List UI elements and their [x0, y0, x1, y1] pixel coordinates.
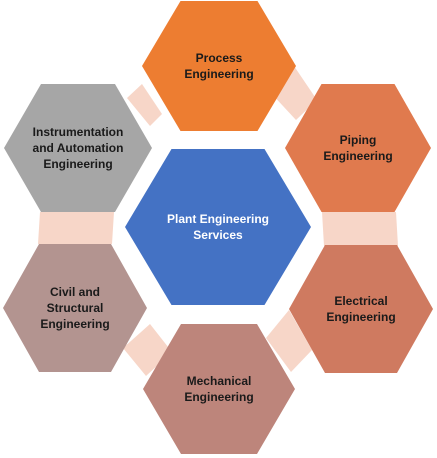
hexagon-layer: ProcessEngineeringPipingEngineeringElect…: [3, 1, 433, 454]
hexagon-label-mechanical: Engineering: [184, 390, 253, 404]
hexagon-label-electrical: Engineering: [326, 310, 395, 324]
hexagon-shape-electrical: [289, 245, 433, 373]
hexagon-shape-process: [142, 1, 296, 131]
hexagon-label-civil: Engineering: [40, 317, 109, 331]
hexagon-label-civil: Civil and: [50, 285, 100, 299]
hexagon-label-process: Process: [196, 51, 243, 65]
hexagon-label-piping: Piping: [340, 133, 377, 147]
hexagon-label-piping: Engineering: [323, 149, 392, 163]
hexagon-label-civil: Structural: [47, 301, 104, 315]
connector-instrumentation-process: [127, 84, 162, 126]
hexagon-label-instrumentation: and Automation: [33, 141, 124, 155]
hexagon-shape-mechanical: [143, 324, 295, 454]
hexagon-label-electrical: Electrical: [334, 294, 387, 308]
connector-piping-electrical: [322, 212, 398, 246]
hexagon-shape-civil: [3, 244, 147, 372]
hexagon-shape-center: [125, 149, 311, 305]
hexagon-label-center: Plant Engineering: [167, 212, 269, 226]
hexagon-label-instrumentation: Instrumentation: [33, 125, 124, 139]
connector-electrical-mechanical: [266, 310, 312, 372]
hexagon-label-mechanical: Mechanical: [187, 374, 252, 388]
hexagon-shape-instrumentation: [4, 84, 152, 212]
connector-civil-instrumentation: [38, 212, 114, 244]
hexagon-shape-piping: [285, 84, 431, 212]
hexagon-label-center: Services: [193, 228, 243, 242]
hexagon-label-process: Engineering: [184, 67, 253, 81]
hexagon-label-instrumentation: Engineering: [43, 157, 112, 171]
